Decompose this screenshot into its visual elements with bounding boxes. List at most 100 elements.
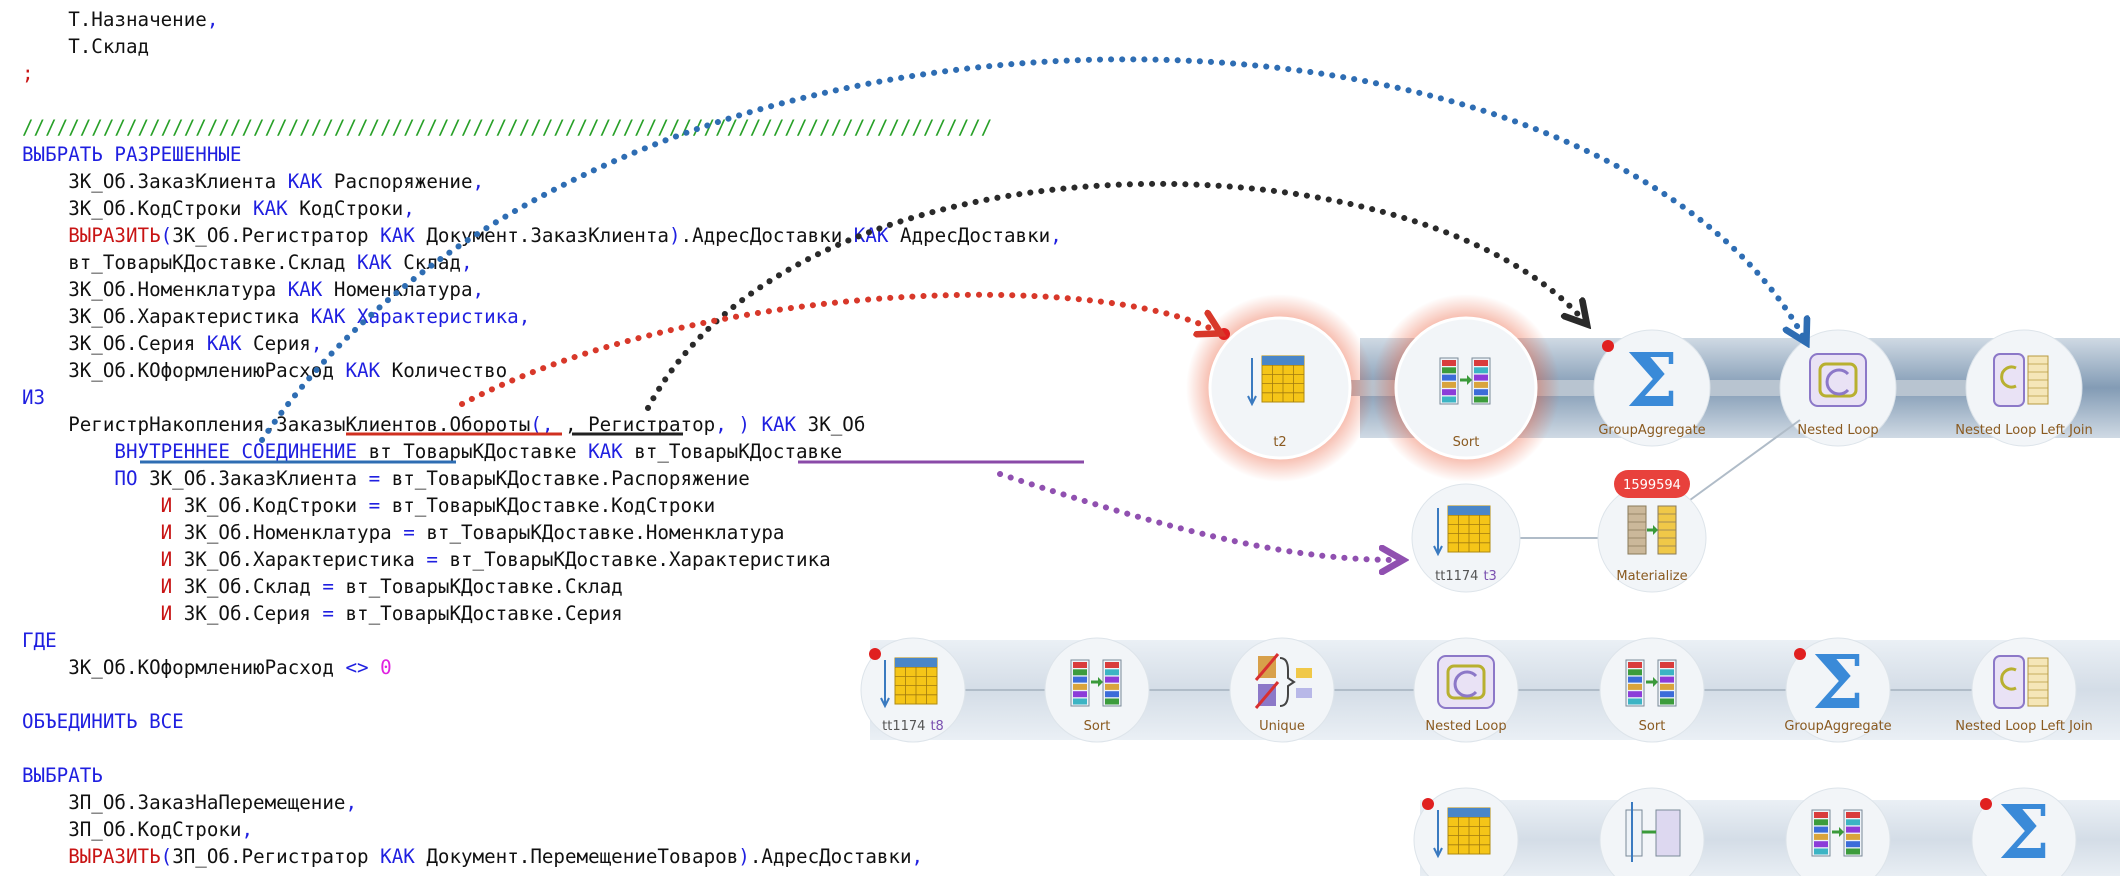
code-token: ЗК_Об.Регистратор bbox=[172, 224, 381, 247]
code-token: Количество bbox=[380, 359, 508, 382]
code-token: ЗК_Об.КодСтроки bbox=[172, 494, 369, 517]
code-line: Т.Назначение, bbox=[22, 6, 218, 33]
code-token: ) bbox=[738, 413, 750, 436]
code-token: ЗК_Об.Номенклатура bbox=[22, 278, 288, 301]
code-token: вт_ТоварыКДоставке.КодСтроки bbox=[380, 494, 716, 517]
code-line: ; bbox=[22, 60, 34, 87]
blue-arrow bbox=[259, 56, 1805, 443]
n-r3-scan bbox=[1413, 787, 1519, 876]
code-line: И ЗК_Об.Характеристика = вт_ТоварыКДоста… bbox=[22, 546, 831, 573]
code-token: = bbox=[426, 548, 438, 571]
node-circle bbox=[1394, 316, 1538, 460]
sigma-glyph: Σ bbox=[1812, 640, 1864, 726]
code-token: КодСтроки bbox=[287, 197, 404, 220]
code-line: ВНУТРЕННЕЕ СОЕДИНЕНИЕ вт_ТоварыКДоставке… bbox=[22, 438, 842, 465]
badge-text: 1599594 bbox=[1623, 478, 1681, 493]
code-line: ВЫБРАТЬ РАЗРЕШЕННЫЕ bbox=[22, 141, 242, 168]
node-label: Nested Loop Left Join bbox=[1955, 719, 2093, 734]
node-circle bbox=[1971, 787, 2077, 876]
code-token: ВЫБРАТЬ bbox=[22, 764, 103, 787]
red-dot bbox=[1794, 648, 1806, 660]
n-sort2: Sort bbox=[1044, 637, 1150, 743]
code-token: , bbox=[403, 197, 415, 220]
node-label: Nested Loop bbox=[1797, 423, 1878, 438]
code-token: = bbox=[322, 575, 334, 598]
code-token: Регистратор bbox=[588, 413, 716, 436]
n-nl2: Nested Loop bbox=[1413, 637, 1519, 743]
code-line: ЗК_Об.ЗаказКлиента КАК Распоряжение, bbox=[22, 168, 484, 195]
code-token: вт_ТоварыКДоставке.Склад bbox=[22, 251, 358, 274]
code-token: Характеристика bbox=[345, 305, 519, 328]
code-token: ) bbox=[668, 224, 681, 247]
code-token: , bbox=[460, 251, 473, 274]
node-label: Sort bbox=[1639, 719, 1666, 734]
n-nllj2: Nested Loop Left Join bbox=[1955, 637, 2093, 743]
code-token: ЗК_Об.Серия bbox=[172, 602, 323, 625]
code-token: Т.Назначение bbox=[22, 8, 207, 31]
code-line: ВЫРАЗИТЬ(ЗП_Об.Регистратор КАК Документ.… bbox=[22, 843, 923, 870]
code-token: ЗаказыКлиентов bbox=[276, 413, 438, 436]
edge-link bbox=[1888, 380, 1974, 396]
code-token: КАК bbox=[380, 845, 415, 868]
red-dot bbox=[1218, 328, 1230, 340]
purple-arrow bbox=[997, 471, 1400, 560]
code-token: .АдресДоставки bbox=[680, 224, 854, 247]
code-token: ЗП_Об.КодСтроки bbox=[22, 818, 242, 841]
code-token: ( bbox=[530, 413, 542, 436]
node-label: Sort bbox=[1084, 719, 1111, 734]
code-token: , bbox=[518, 305, 531, 328]
code-token: вт_ТоварыКДоставке.Характеристика bbox=[437, 548, 831, 571]
code-token: , bbox=[472, 278, 485, 301]
code-token: ГДЕ bbox=[22, 629, 57, 652]
code-token: И bbox=[160, 548, 173, 571]
code-token: , bbox=[1050, 224, 1062, 247]
code-token: , bbox=[715, 413, 727, 436]
code-line: ЗК_Об.КодСтроки КАК КодСтроки, bbox=[22, 195, 415, 222]
code-line: вт_ТоварыКДоставке.Склад КАК Склад, bbox=[22, 249, 473, 276]
node-circle bbox=[1593, 329, 1711, 447]
sigma-glyph: Σ bbox=[1998, 790, 2050, 876]
code-token: И bbox=[160, 575, 173, 598]
code-line: ЗП_Об.ЗаказНаПеремещение, bbox=[22, 789, 357, 816]
code-token: ЗК_Об.Серия bbox=[22, 332, 207, 355]
code-token: И bbox=[160, 602, 173, 625]
code-token: вт_ТоварыКДоставке bbox=[622, 440, 843, 463]
code-token: ЗП_Об.Регистратор bbox=[172, 845, 381, 868]
row-count-badge: 1599594 bbox=[1614, 470, 1690, 498]
code-token: И bbox=[160, 521, 173, 544]
n-sort3: Sort bbox=[1599, 637, 1705, 743]
code-token: , bbox=[472, 170, 485, 193]
code-token: ЗП_Об.ЗаказНаПеремещение bbox=[22, 791, 346, 814]
code-token: вт_ТоварыКДоставке.Распоряжение bbox=[380, 467, 750, 490]
code-token: ВЫРАЗИТЬ bbox=[68, 845, 161, 868]
code-token: вт_ТоварыКДоставке bbox=[357, 440, 589, 463]
code-line: ЗК_Об.КОформлениюРасход КАК Количество bbox=[22, 357, 507, 384]
node-circle bbox=[1785, 637, 1891, 743]
code-token: ВЫБРАТЬ РАЗРЕШЕННЫЕ bbox=[22, 143, 242, 166]
node-circle bbox=[1229, 637, 1335, 743]
node-label: Unique bbox=[1259, 719, 1305, 734]
code-token: , bbox=[541, 413, 554, 436]
code-token: ОБЪЕДИНИТЬ ВСЕ bbox=[22, 710, 184, 733]
code-line: ЗП_Об.КодСтроки, bbox=[22, 816, 253, 843]
code-token: ИЗ bbox=[22, 386, 46, 409]
n-mat: Materialize bbox=[1597, 483, 1707, 593]
n-sort1: Sort bbox=[1372, 294, 1560, 482]
code-token: Склад bbox=[391, 251, 461, 274]
code-token: ЗК_Об.ЗаказКлиента bbox=[137, 467, 369, 490]
code-token: , bbox=[345, 791, 358, 814]
code-token: КАК bbox=[761, 413, 797, 436]
code-token: 0 bbox=[380, 656, 392, 679]
code-token: = bbox=[322, 602, 334, 625]
n-r3-sort bbox=[1785, 787, 1891, 876]
n-nllj1: Nested Loop Left Join bbox=[1955, 329, 2093, 447]
n-r3-agg: Σ bbox=[1971, 787, 2077, 876]
code-token: ЗК_Об.Характеристика bbox=[172, 548, 427, 571]
code-token: ЗК_Об.КОформлениюРасход bbox=[22, 656, 346, 679]
code-token: Номенклатура bbox=[322, 278, 473, 301]
black-arrow bbox=[645, 180, 1585, 411]
n-nl1: Nested Loop bbox=[1779, 329, 1897, 447]
